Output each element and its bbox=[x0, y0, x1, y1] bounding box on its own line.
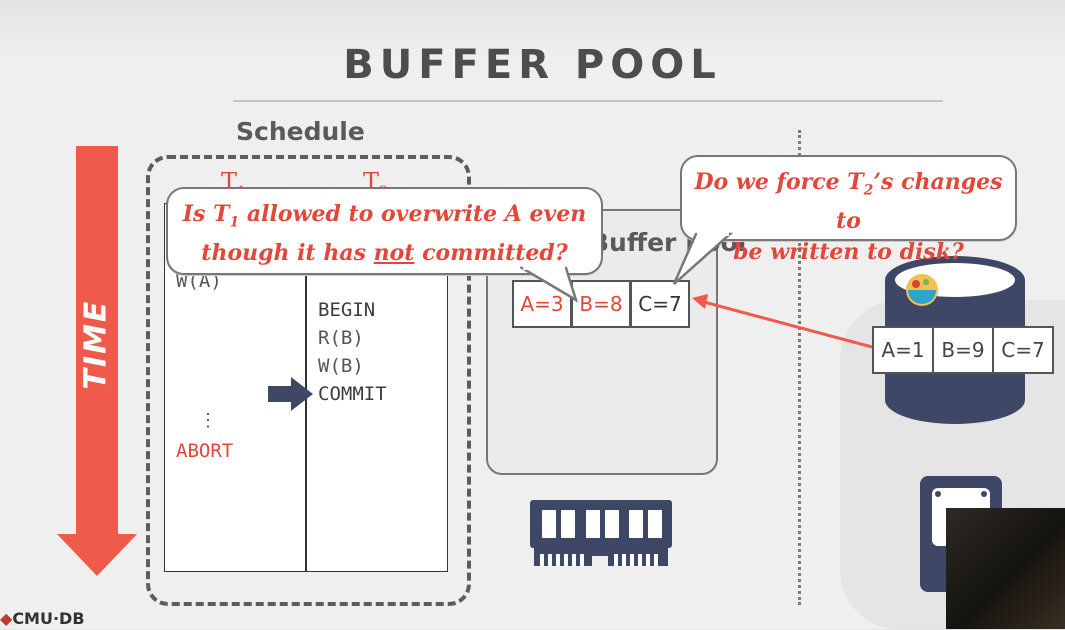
t1-op-ellipsis: ⋮ bbox=[199, 410, 217, 431]
t1-op-abort: ABORT bbox=[176, 440, 234, 462]
schedule-label: Schedule bbox=[236, 117, 365, 146]
buffer-page-b: B=8 bbox=[571, 280, 631, 328]
t1-op-write-a: W(A) bbox=[176, 270, 222, 292]
current-step-arrow-head bbox=[291, 377, 313, 411]
callout-left-line2: though it has not committed? bbox=[201, 240, 568, 267]
schedule-box bbox=[146, 155, 471, 606]
buffer-page-c: C=7 bbox=[630, 280, 690, 328]
title-divider bbox=[233, 100, 943, 102]
t2-op-read-b: R(B) bbox=[318, 327, 364, 349]
slide-title: BUFFER POOL bbox=[343, 42, 722, 88]
callout-right-line1: Do we force T2’s changes to bbox=[694, 169, 1003, 235]
callout-overwrite-question: Is T1 allowed to overwrite A even though… bbox=[166, 187, 603, 275]
flush-arrow-icon bbox=[692, 294, 873, 349]
disk-page-a: A=1 bbox=[872, 326, 934, 374]
callout-force-question: Do we force T2’s changes to be written t… bbox=[680, 155, 1017, 265]
t2-op-begin: BEGIN bbox=[318, 299, 376, 321]
time-arrow-shaft bbox=[76, 146, 118, 536]
callout-left-pointer bbox=[520, 266, 579, 303]
callout-right-pointer bbox=[672, 232, 734, 285]
memory-disk-divider bbox=[798, 130, 801, 605]
callout-left-line1: Is T1 allowed to overwrite A even bbox=[182, 201, 587, 231]
cmudb-logo-icon: ◆ bbox=[0, 609, 13, 628]
disk-page-b: B=9 bbox=[932, 326, 994, 374]
time-label: TIME bbox=[78, 299, 114, 390]
time-arrow-head-icon bbox=[57, 534, 137, 576]
webcam-overlay bbox=[946, 508, 1065, 629]
t2-op-commit: COMMIT bbox=[318, 383, 387, 405]
cmudb-logo: ◆CMU·DB bbox=[0, 609, 85, 628]
disk-page-c: C=7 bbox=[992, 326, 1054, 374]
database-logo-icon bbox=[906, 274, 938, 306]
memory-chip-icon bbox=[530, 500, 672, 568]
t2-op-write-b: W(B) bbox=[318, 355, 364, 377]
current-step-arrow-icon bbox=[268, 386, 292, 402]
callout-right-line2: be written to disk? bbox=[733, 239, 964, 266]
